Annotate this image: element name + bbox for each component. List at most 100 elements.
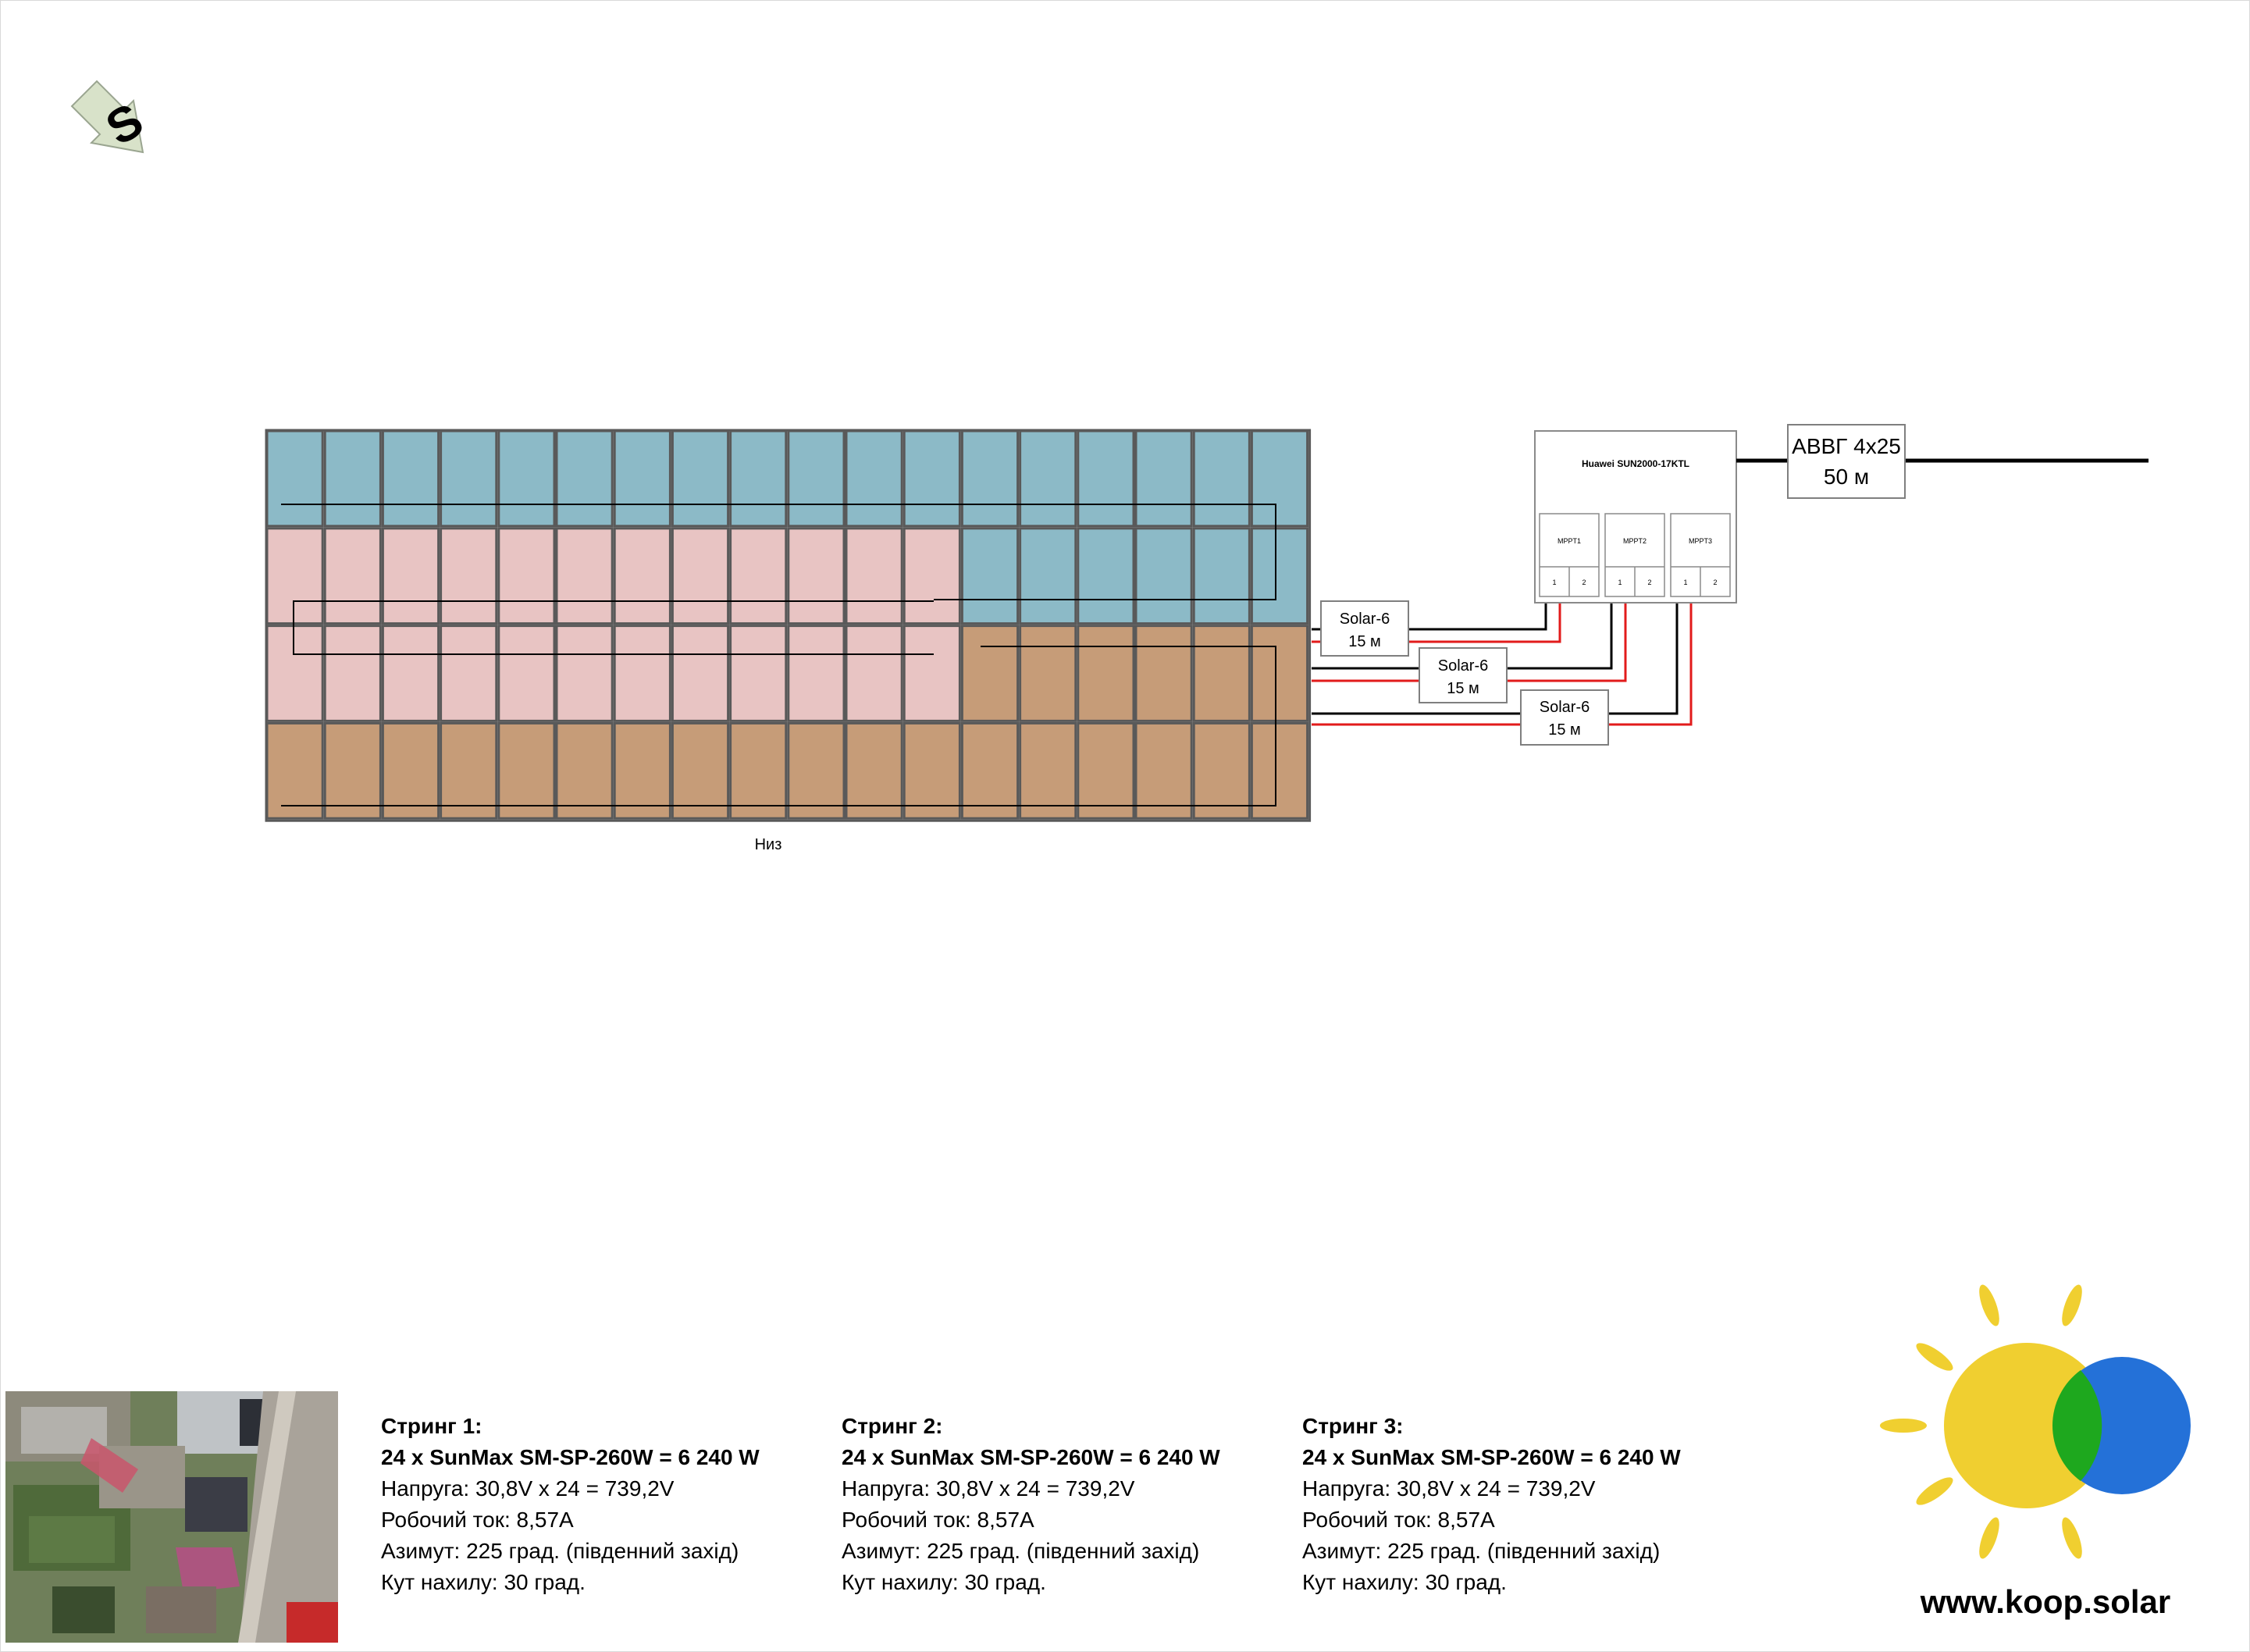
solar-panel-string-2 (671, 625, 730, 722)
solar-panel-string-1 (1250, 527, 1309, 625)
solar-panel-string-3 (1077, 625, 1135, 722)
solar-panel-string-1 (1250, 429, 1309, 528)
solar-panel-string-1 (323, 429, 382, 528)
cable-label-2: Solar-6 15 м (1419, 647, 1508, 703)
solar-panel-string-1 (381, 429, 440, 528)
svg-text:Solar-6: Solar-6 (1438, 657, 1488, 675)
solar-panel-string-3 (555, 721, 614, 820)
mppt-2: MPPT2 1 2 (1604, 513, 1665, 597)
solar-panel-string-1 (729, 429, 788, 528)
string-wiring (281, 504, 1276, 806)
ac-cable-length: 50 м (1824, 465, 1869, 489)
cable-label-3: Solar-6 15 м (1520, 689, 1609, 746)
svg-text:1: 1 (1618, 579, 1622, 586)
inverter: Huawei SUN2000-17KTL MPPT1 1 2 MPPT2 1 2… (1534, 430, 1737, 603)
svg-text:15 м: 15 м (1348, 633, 1381, 650)
svg-text:2: 2 (1582, 579, 1586, 586)
mppt-1: MPPT1 1 2 (1539, 513, 1600, 597)
solar-panel-string-1 (1019, 527, 1077, 625)
solar-panel-string-1 (1019, 429, 1077, 528)
solar-panel-string-3 (1250, 721, 1309, 820)
solar-panel-string-3 (1019, 625, 1077, 722)
solar-panel-string-1 (845, 429, 903, 528)
solar-panel-string-2 (555, 527, 614, 625)
svg-text:MPPT1: MPPT1 (1558, 537, 1581, 545)
solar-panel-string-3 (1192, 625, 1251, 722)
koop-solar-logo-icon (1880, 1284, 2191, 1559)
solar-panel-string-1 (1134, 429, 1193, 528)
logo-url: www.koop.solar (1920, 1583, 2171, 1620)
solar-panel-string-2 (729, 527, 788, 625)
solar-panel-string-2 (787, 527, 846, 625)
svg-text:15 м: 15 м (1548, 721, 1581, 739)
solar-panel-string-2 (845, 625, 903, 722)
string-spec-1: Стринг 1: 24 х SunMax SM-SP-260W = 6 240… (381, 1414, 760, 1594)
solar-panel-string-2 (323, 527, 382, 625)
solar-panel-string-2 (845, 527, 903, 625)
solar-panel-string-2 (323, 625, 382, 722)
svg-text:15 м: 15 м (1447, 680, 1479, 697)
solar-panel-string-3 (440, 721, 498, 820)
solar-panel-string-2 (787, 625, 846, 722)
svg-text:2: 2 (1713, 579, 1717, 586)
ac-cable-type: АВВГ 4х25 (1792, 434, 1901, 458)
solar-panel-string-1 (497, 429, 556, 528)
solar-panel-string-2 (555, 625, 614, 722)
solar-panel-string-2 (497, 527, 556, 625)
solar-panel-string-2 (671, 527, 730, 625)
solar-panel-string-2 (729, 625, 788, 722)
site-satellite-map (5, 1391, 338, 1643)
solar-panel-string-1 (1134, 527, 1193, 625)
string-spec-2: Стринг 2: 24 х SunMax SM-SP-260W = 6 240… (842, 1414, 1220, 1594)
solar-panel-string-1 (960, 527, 1020, 625)
solar-panel-string-3 (1250, 625, 1309, 722)
solar-panel-string-1 (787, 429, 846, 528)
roof-outline (265, 429, 1312, 822)
svg-text:Solar-6: Solar-6 (1540, 699, 1590, 716)
solar-panel-string-1 (960, 429, 1020, 528)
solar-panel-string-3 (497, 721, 556, 820)
solar-panel-string-2 (440, 527, 498, 625)
solar-panel-string-3 (381, 721, 440, 820)
solar-panel-string-3 (960, 721, 1020, 820)
solar-panel-string-2 (902, 625, 961, 722)
solar-panel-string-1 (902, 429, 961, 528)
solar-panel-string-1 (671, 429, 730, 528)
solar-panel-string-3 (265, 721, 324, 820)
solar-panel-string-2 (265, 625, 324, 722)
solar-panel-string-3 (323, 721, 382, 820)
roof-bottom-label: Низ (755, 836, 782, 853)
solar-panel-string-2 (497, 625, 556, 722)
svg-text:2: 2 (1647, 579, 1651, 586)
svg-text:1: 1 (1552, 579, 1556, 586)
solar-panel-string-2 (381, 625, 440, 722)
solar-panel-string-1 (1192, 429, 1251, 528)
solar-panel-grid (265, 429, 1312, 822)
svg-text:1: 1 (1683, 579, 1687, 586)
solar-panel-string-3 (1134, 625, 1193, 722)
solar-panel-string-1 (555, 429, 614, 528)
solar-panel-string-3 (1134, 721, 1193, 820)
cable-label-1: Solar-6 15 м (1320, 600, 1409, 657)
mppt-3: MPPT3 1 2 (1670, 513, 1731, 597)
solar-panel-string-2 (381, 527, 440, 625)
solar-panel-string-3 (902, 721, 961, 820)
south-compass-icon: S (70, 80, 152, 156)
solar-panel-string-1 (440, 429, 498, 528)
solar-panel-string-2 (613, 625, 671, 722)
string-spec-3: Стринг 3: 24 х SunMax SM-SP-260W = 6 240… (1302, 1414, 1681, 1594)
solar-panel-string-3 (1192, 721, 1251, 820)
svg-text:MPPT3: MPPT3 (1689, 537, 1712, 545)
solar-panel-string-3 (671, 721, 730, 820)
solar-panel-string-3 (729, 721, 788, 820)
solar-panel-string-2 (613, 527, 671, 625)
solar-panel-string-3 (845, 721, 903, 820)
solar-panel-string-1 (1077, 527, 1135, 625)
solar-panel-string-3 (1077, 721, 1135, 820)
solar-panel-string-2 (440, 625, 498, 722)
inverter-name: Huawei SUN2000-17KTL (1582, 458, 1689, 469)
svg-text:MPPT2: MPPT2 (1623, 537, 1647, 545)
svg-text:Solar-6: Solar-6 (1340, 611, 1390, 628)
solar-panel-string-3 (613, 721, 671, 820)
